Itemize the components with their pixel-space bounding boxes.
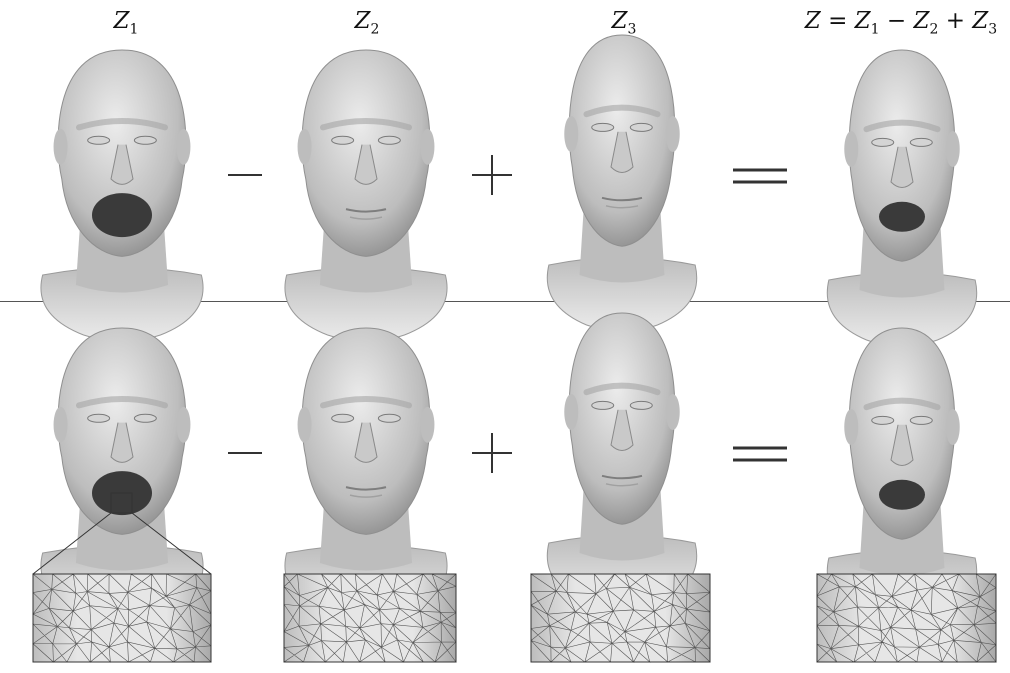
operators	[228, 433, 787, 473]
zoom-line-left	[32, 512, 112, 575]
nose	[110, 422, 134, 463]
face-3	[546, 312, 698, 610]
right-ear	[665, 116, 680, 152]
mesh-inset-border	[530, 573, 711, 663]
nose	[610, 409, 634, 451]
mesh-inset-frame	[283, 573, 457, 663]
right-eye	[909, 415, 933, 425]
right-eye	[133, 413, 157, 423]
left-ear	[844, 131, 859, 167]
mesh-inset-4	[815, 573, 997, 663]
mesh-inset-border	[816, 573, 997, 663]
brow	[863, 119, 941, 133]
left-eye	[871, 137, 895, 147]
nose	[354, 144, 378, 185]
nose	[610, 131, 634, 173]
lower-lip	[605, 205, 639, 209]
right-eye	[377, 135, 401, 145]
brow	[863, 397, 941, 411]
brow	[319, 395, 413, 409]
face-4	[826, 49, 978, 347]
face-2	[284, 49, 448, 342]
right-eye	[133, 135, 157, 145]
row-divider	[0, 301, 1010, 302]
mouth-open	[92, 193, 152, 238]
left-ear	[297, 406, 312, 443]
zoom-box	[110, 492, 133, 514]
brow	[75, 117, 169, 131]
label-z2: Z2	[354, 8, 380, 38]
left-eye	[87, 135, 111, 145]
label-z1: Z1	[113, 8, 139, 38]
left-eye	[87, 413, 111, 423]
left-eye	[591, 122, 615, 132]
right-ear	[420, 406, 435, 443]
right-eye	[629, 122, 653, 132]
right-ear	[665, 394, 680, 430]
mouth-closed	[345, 208, 387, 213]
mesh-inset-frame	[32, 573, 212, 663]
right-eye	[909, 137, 933, 147]
left-eye	[871, 415, 895, 425]
mesh-inset-3	[530, 573, 711, 663]
right-ear	[945, 409, 960, 445]
left-eye	[331, 135, 355, 145]
left-ear	[564, 394, 579, 430]
mouth-closed	[601, 474, 643, 480]
operators	[228, 155, 787, 195]
left-ear	[564, 116, 579, 152]
right-ear	[176, 406, 191, 443]
brow	[583, 382, 661, 396]
nose	[890, 424, 914, 466]
brow	[319, 117, 413, 131]
mesh-inset-border	[32, 573, 212, 663]
left-ear	[844, 409, 859, 445]
right-ear	[420, 128, 435, 165]
right-ear	[945, 131, 960, 167]
face-3	[546, 34, 698, 332]
nose	[354, 422, 378, 463]
left-eye	[591, 400, 615, 410]
mouth-open	[879, 479, 925, 510]
face-1	[40, 49, 204, 342]
lower-lip	[349, 494, 383, 498]
zoom-line-right	[131, 512, 212, 575]
mesh-inset-2	[283, 573, 457, 663]
lower-lip	[349, 216, 383, 220]
left-ear	[53, 406, 68, 443]
mesh-inset-frame	[530, 573, 711, 663]
mouth-closed	[601, 196, 643, 202]
nose	[890, 146, 914, 188]
left-ear	[53, 128, 68, 165]
nose	[110, 144, 134, 185]
brow	[583, 104, 661, 118]
brow	[75, 395, 169, 409]
left-eye	[331, 413, 355, 423]
mesh-inset-border	[283, 573, 457, 663]
label-result-equation: Z = Z1 − Z2 + Z3	[804, 8, 998, 38]
right-ear	[176, 128, 191, 165]
mouth-closed	[345, 486, 387, 491]
top-row	[40, 34, 978, 347]
mouth-open	[879, 201, 925, 232]
mesh-inset-1	[32, 573, 212, 663]
right-eye	[377, 413, 401, 423]
label-z3: Z3	[611, 8, 637, 38]
right-eye	[629, 400, 653, 410]
lower-lip	[605, 483, 639, 487]
left-ear	[297, 128, 312, 165]
